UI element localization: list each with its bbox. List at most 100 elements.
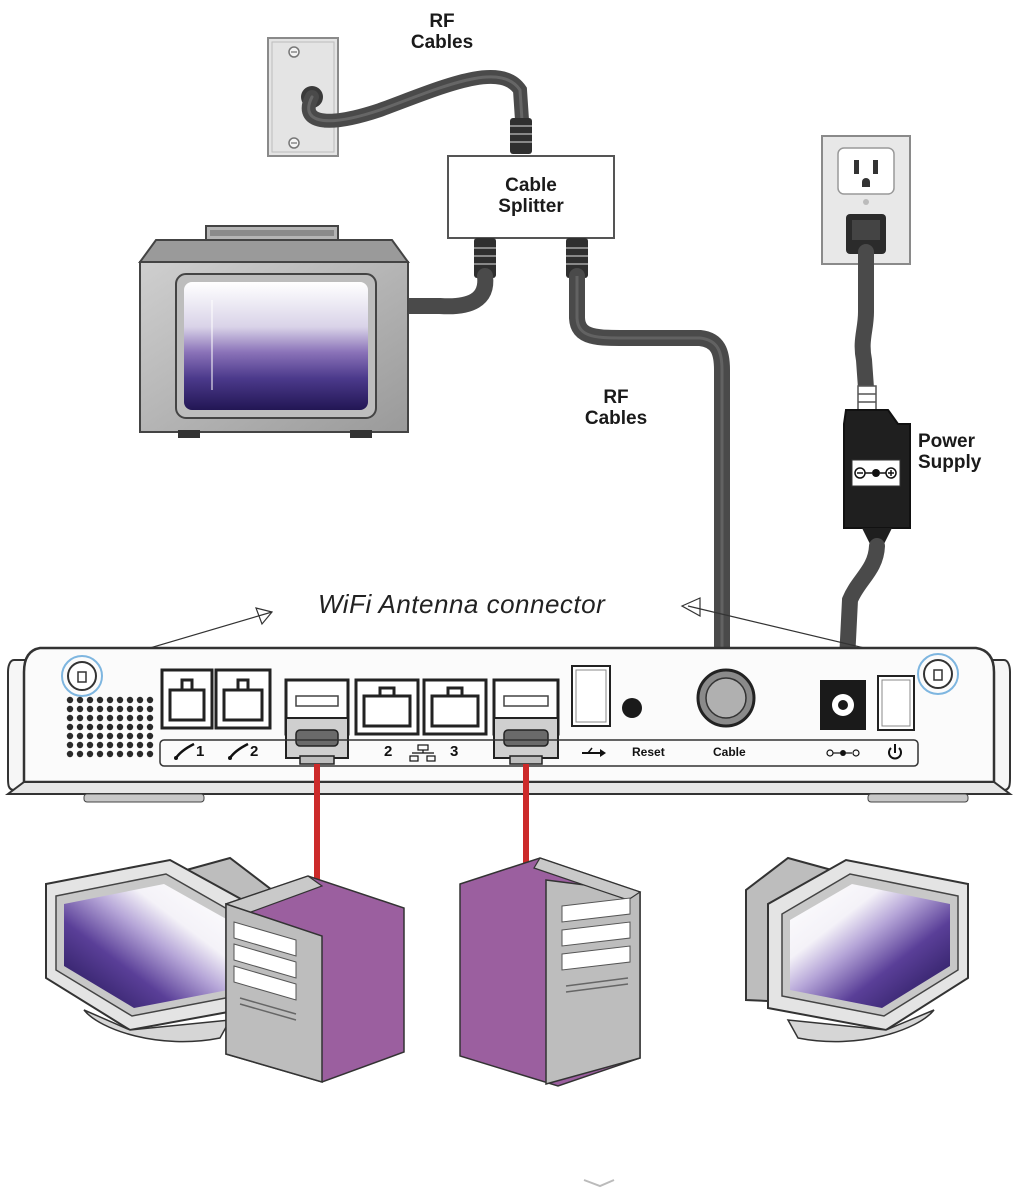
vent-hole: [136, 732, 144, 740]
vent-hole: [146, 714, 154, 722]
rf-cables-mid-line2: Cables: [584, 407, 648, 429]
ethernet-port-3: [422, 678, 488, 736]
computer-left: [45, 856, 405, 1083]
phone-icon-1: [174, 742, 195, 760]
vent-hole: [96, 750, 104, 758]
monitor-right: [745, 856, 969, 1043]
vent-hole: [66, 732, 74, 740]
vent-hole: [86, 714, 94, 722]
wifi-antenna-connector-left: [61, 655, 103, 697]
splitter-output-right-connector: [566, 238, 588, 278]
vent-hole: [76, 696, 84, 704]
rf-cables-label-top: RF Cables: [392, 11, 492, 53]
wall-cable-outlet: [267, 37, 339, 157]
rf-cables-top-line1: RF: [429, 11, 455, 32]
dc-polarity-icon: [854, 467, 897, 479]
cable-modem: [5, 646, 1013, 803]
vent-hole: [86, 741, 94, 749]
power-supply-line2: Supply: [918, 451, 982, 473]
vent-hole: [116, 705, 124, 713]
vent-hole: [66, 723, 74, 731]
dc-polarity-panel-icon: [826, 749, 860, 757]
rf-cables-top-line2: Cables: [410, 31, 474, 53]
vent-hole: [116, 723, 124, 731]
vent-hole: [126, 714, 134, 722]
vent-hole: [76, 732, 84, 740]
vent-hole: [126, 723, 134, 731]
cable-splitter-line1: Cable: [505, 175, 557, 196]
usb-port: [571, 665, 611, 727]
power-supply-adapter: [843, 409, 911, 548]
cord-strain-relief: [857, 385, 877, 411]
vent-hole: [106, 732, 114, 740]
tower-right: [459, 857, 642, 1087]
monitor-left: [45, 856, 273, 1043]
phone-port-1: [160, 668, 214, 730]
vent-hole: [66, 696, 74, 704]
vent-hole: [76, 723, 84, 731]
vent-hole: [136, 714, 144, 722]
vent-hole: [106, 705, 114, 713]
vent-hole: [86, 696, 94, 704]
vent-hole: [76, 750, 84, 758]
vent-hole: [96, 732, 104, 740]
rf-cables-mid-line1: RF: [603, 387, 629, 408]
vent-hole: [106, 714, 114, 722]
vent-hole: [96, 705, 104, 713]
phone-port-2: [214, 668, 272, 730]
vent-hole: [136, 741, 144, 749]
vent-hole: [76, 741, 84, 749]
power-supply-line1: Power: [918, 431, 976, 452]
vent-hole: [116, 750, 124, 758]
ethernet-port-2: [354, 678, 420, 736]
phone-port-2-label: 2: [250, 743, 259, 760]
vent-hole: [126, 750, 134, 758]
rf-cable-wall-to-splitter: [301, 69, 529, 128]
vent-hole: [146, 732, 154, 740]
splitter-output-left-connector: [474, 238, 496, 278]
vent-hole: [66, 750, 74, 758]
vent-hole: [116, 732, 124, 740]
vent-hole: [136, 750, 144, 758]
vent-hole: [116, 714, 124, 722]
ethernet-plug-2: [493, 717, 559, 765]
vent-hole: [96, 696, 104, 704]
vent-hole: [96, 723, 104, 731]
vent-hole: [86, 723, 94, 731]
wifi-antenna-connector-label: WiFi Antenna connector: [318, 589, 606, 619]
power-switch: [877, 675, 915, 731]
ethernet-port-2-label: 2: [384, 743, 393, 760]
rf-cable-splitter-to-tv: [400, 268, 494, 315]
usb-icon: [582, 747, 606, 757]
cable-splitter-label: Cable Splitter: [452, 175, 610, 217]
power-cord-wall-to-adapter: [854, 244, 874, 396]
ethernet-plug-1: [285, 717, 349, 765]
vent-hole: [126, 696, 134, 704]
power-outlet: [821, 135, 911, 265]
vent-hole: [136, 705, 144, 713]
cable-splitter-line2: Splitter: [498, 195, 564, 217]
vent-hole: [106, 741, 114, 749]
vent-hole: [126, 705, 134, 713]
vent-hole: [136, 696, 144, 704]
vent-hole: [116, 741, 124, 749]
vent-hole: [146, 741, 154, 749]
vent-hole: [96, 714, 104, 722]
vent-hole: [76, 714, 84, 722]
vent-hole: [146, 723, 154, 731]
ventilation-grille: [66, 696, 154, 758]
bottom-mark: [583, 1179, 615, 1188]
vent-hole: [146, 750, 154, 758]
phone-port-1-label: 1: [196, 743, 205, 760]
tower-left: [224, 875, 405, 1083]
vent-hole: [116, 696, 124, 704]
vent-hole: [76, 705, 84, 713]
vent-hole: [106, 723, 114, 731]
reset-button: [622, 698, 642, 718]
power-supply-label: Power Supply: [918, 431, 1017, 473]
vent-hole: [86, 705, 94, 713]
wifi-antenna-connector-right: [917, 653, 959, 695]
rf-cables-label-mid: RF Cables: [566, 387, 666, 429]
